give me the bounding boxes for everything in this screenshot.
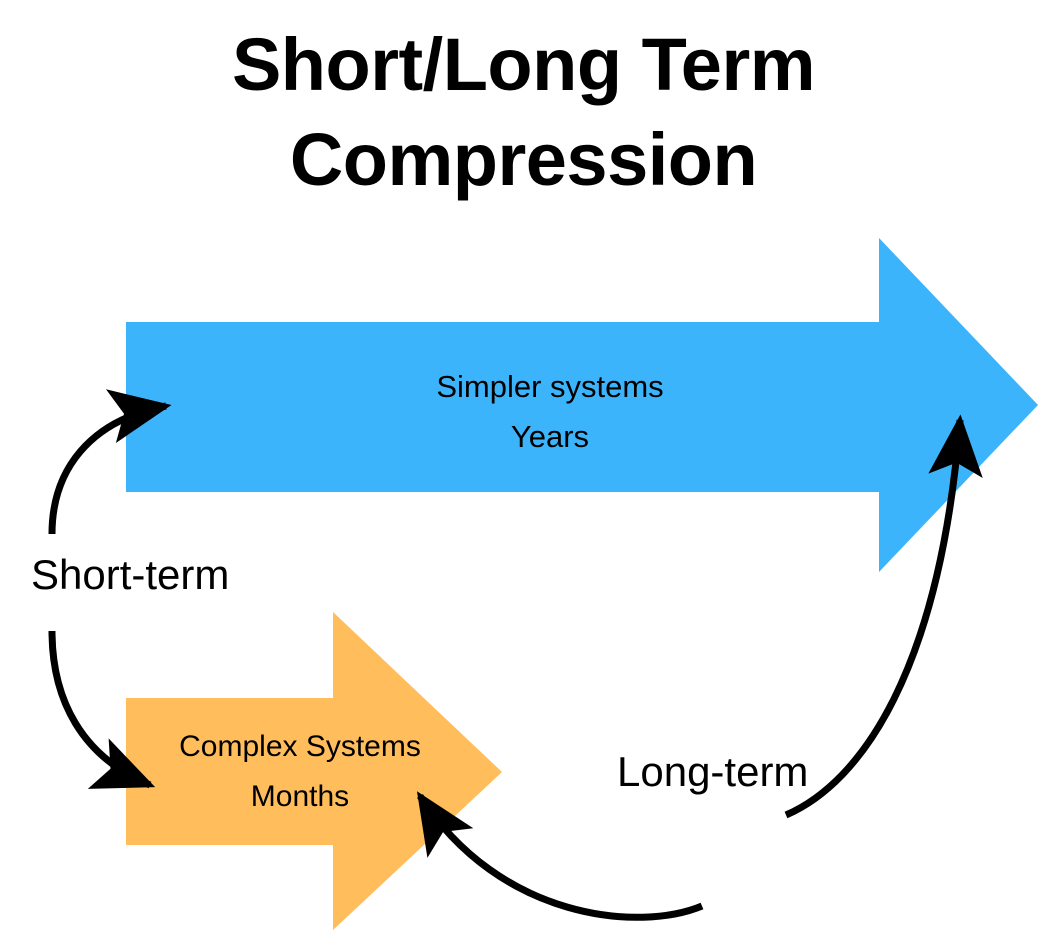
short-term-label: Short-term <box>31 551 230 598</box>
simpler-systems-arrow-label: Simpler systems Years <box>436 369 664 455</box>
simpler-systems-arrow-shape[interactable] <box>126 238 1038 572</box>
connector-long-term-to-complex-systems <box>416 791 704 921</box>
connector-long-term-to-simpler-systems <box>784 414 983 819</box>
connector-short-term-to-simpler-systems <box>48 389 172 535</box>
connector-short-term-to-complex-systems <box>48 630 156 789</box>
complex-systems-arrow-label: Complex Systems Months <box>179 730 421 813</box>
complex-systems-arrow-shape[interactable] <box>126 612 502 930</box>
page-title: Short/Long Term Compression <box>231 23 816 201</box>
long-term-label: Long-term <box>617 748 809 795</box>
